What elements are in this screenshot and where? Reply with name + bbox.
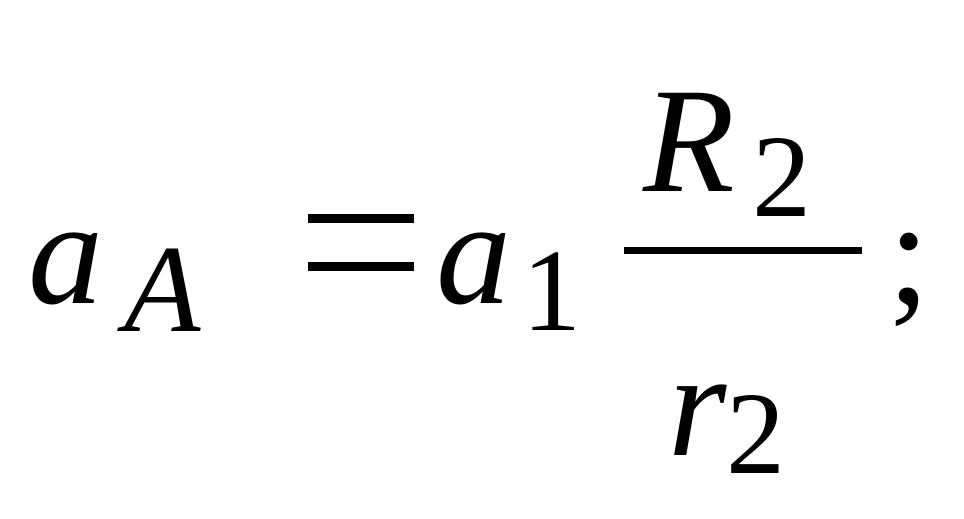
lhs-symbol-a: a xyxy=(28,170,103,336)
denominator-symbol-r: r xyxy=(668,322,727,488)
equals-sign xyxy=(308,214,414,272)
rhs-subscript-1: 1 xyxy=(522,225,581,356)
denominator-subscript-2: 2 xyxy=(726,368,785,499)
rhs-symbol-a: a xyxy=(436,170,511,336)
equals-bar-top xyxy=(308,214,414,223)
fraction-bar xyxy=(624,247,862,254)
equals-bar-bottom xyxy=(308,262,414,271)
semicolon: ; xyxy=(888,170,930,336)
numerator-symbol-R: R xyxy=(643,58,735,224)
lhs-subscript-A: A xyxy=(124,221,201,359)
numerator-subscript-2: 2 xyxy=(752,111,811,242)
